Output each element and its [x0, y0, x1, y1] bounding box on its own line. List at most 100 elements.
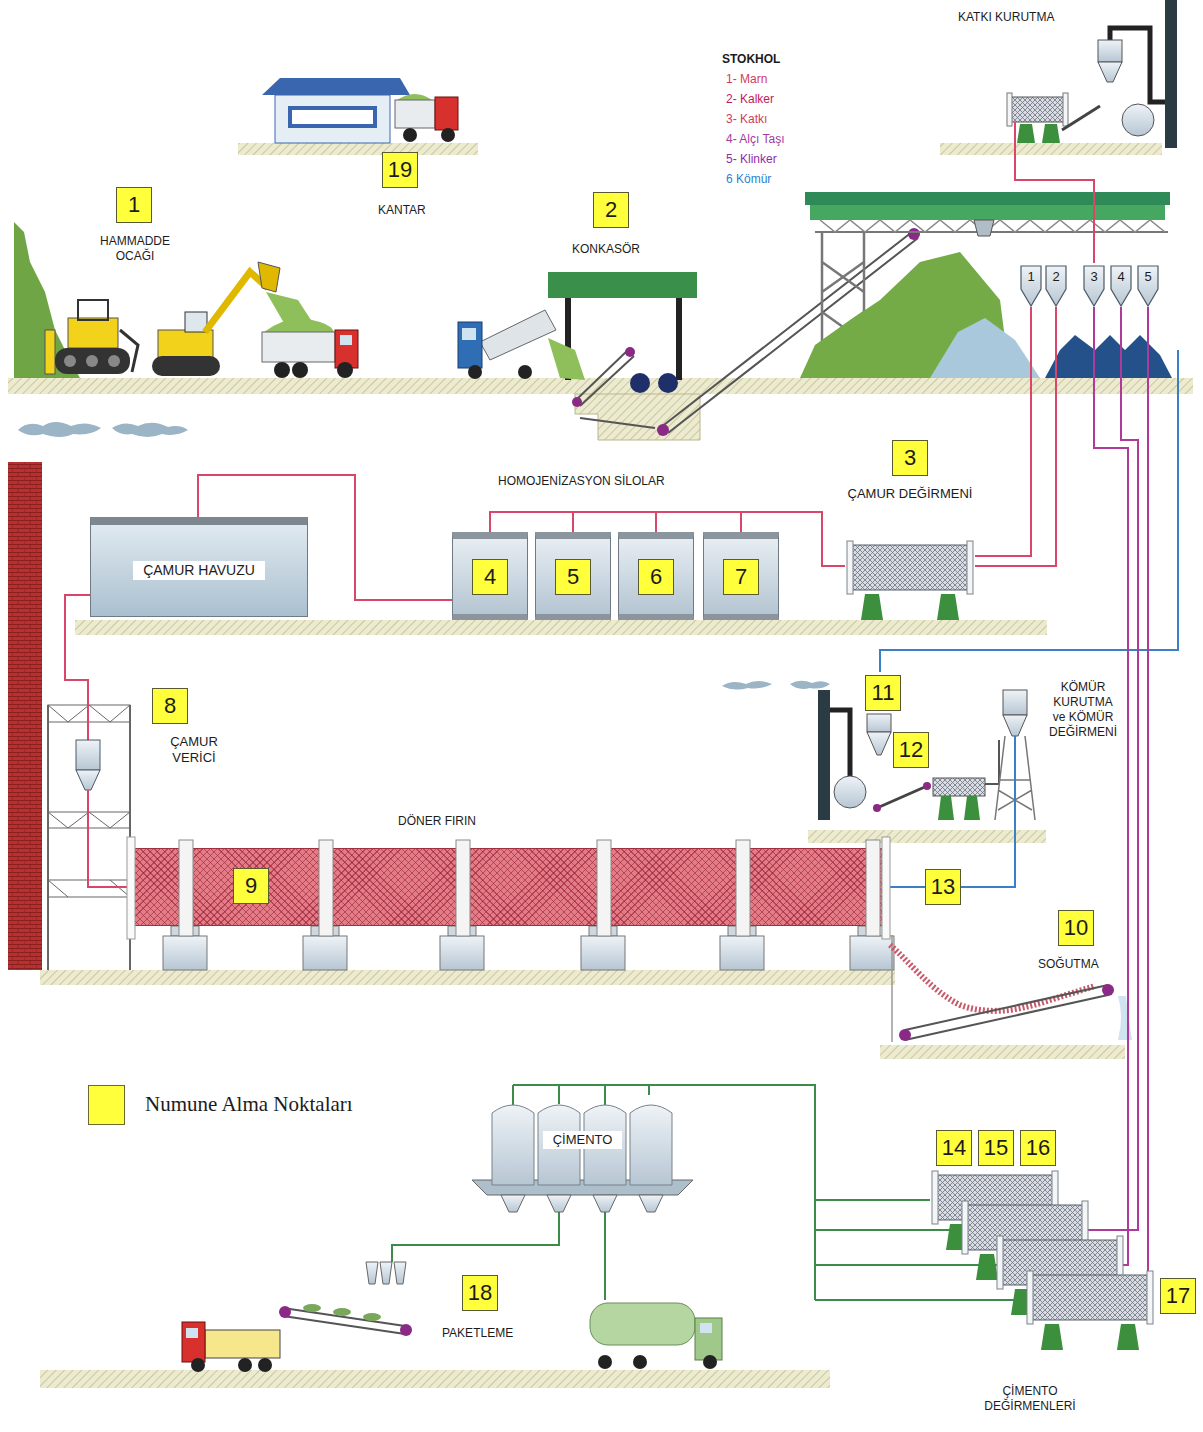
crusher — [462, 328, 476, 340]
weighbridge-building — [262, 78, 458, 143]
part-label: 6 Kömür — [726, 172, 771, 187]
additive-dryer — [1098, 40, 1122, 62]
weighbridge-building — [435, 97, 458, 130]
shape-drawing — [933, 778, 985, 796]
shape-drawing — [179, 840, 193, 936]
callout-number: 7 — [723, 559, 759, 595]
excavator — [205, 272, 268, 332]
dump-truck — [337, 362, 353, 378]
shape-drawing — [815, 680, 1045, 830]
shape-drawing — [867, 732, 891, 755]
tanker-truck — [633, 1355, 647, 1369]
crusher — [676, 298, 682, 380]
shape-drawing — [1111, 266, 1131, 306]
coal-feed-pipe — [880, 350, 1178, 672]
shape-drawing — [319, 840, 333, 936]
smoke — [18, 422, 830, 690]
shape-drawing — [850, 545, 970, 590]
stock-silo: 5 — [1137, 265, 1159, 307]
smoke — [18, 422, 101, 437]
shape-drawing — [867, 714, 891, 732]
excavator — [258, 262, 280, 292]
dump-truck — [262, 319, 358, 378]
part-label: 5- Klinker — [726, 152, 777, 167]
stock-silo: 4 — [1110, 265, 1132, 307]
sampling-point-box: 13 — [925, 869, 961, 905]
slurry-mill: 3ÇAMUR DEĞİRMENİ — [845, 440, 975, 620]
coal-drying-mill: 1112 — [815, 680, 1045, 830]
node-label: 18 — [468, 1282, 492, 1304]
node-label: 1 — [1020, 269, 1042, 285]
sampling-point-box: 19 — [382, 152, 418, 188]
additive-dryer — [1010, 97, 1065, 122]
kiln-pier — [440, 936, 484, 970]
shape-drawing — [997, 1236, 1003, 1289]
silo-hopper — [501, 1195, 525, 1212]
ground-strip — [8, 143, 1193, 1388]
bulldozer — [64, 355, 76, 367]
homogenization-silo: 4 — [452, 532, 528, 620]
callout-number: 8 — [152, 688, 188, 724]
part-label: KÖMÜR KURUTMA ve KÖMÜR DEĞİRMENİ — [1046, 680, 1120, 740]
part-label: 3- Katkı — [726, 112, 767, 127]
homogenization-silo: 5 — [535, 532, 611, 620]
shape-drawing — [923, 782, 931, 790]
part-label: 1- Marn — [726, 72, 767, 87]
pipe-connector — [649, 1085, 930, 1200]
shape-drawing — [1041, 1324, 1063, 1350]
node-label: 10 — [1064, 917, 1088, 939]
crusher — [480, 310, 556, 360]
callout-number: 12 — [893, 732, 929, 768]
shape-drawing — [1117, 1324, 1139, 1350]
smoke — [722, 681, 772, 690]
sampling-point-box: 1 — [116, 187, 152, 223]
tanker-truck — [590, 1303, 695, 1345]
callout-number: 9 — [233, 868, 269, 904]
shape-drawing — [937, 594, 959, 620]
sampling-point-box: 2 — [593, 192, 629, 228]
shape-drawing — [87, 700, 89, 740]
crusher — [630, 373, 650, 393]
additive-dryer — [1015, 122, 1094, 263]
bulldozer — [108, 355, 120, 367]
feeder-scaffold — [48, 705, 130, 970]
shape-drawing — [1084, 266, 1104, 306]
crusher — [625, 347, 635, 357]
bag-truck — [238, 1358, 252, 1372]
shape-drawing — [492, 1105, 534, 1185]
clinker-cooler — [1118, 996, 1132, 1040]
weighbridge-building — [403, 128, 417, 142]
bulldozer — [78, 300, 108, 320]
bag-truck — [205, 1330, 280, 1358]
shape-drawing — [1027, 1271, 1033, 1324]
part-label: KATKI KURUTMA — [958, 10, 1054, 25]
excavator — [152, 356, 220, 376]
smoke — [112, 423, 188, 437]
legend-text: Numune Alma Noktaları — [145, 1092, 353, 1117]
tanker-truck — [695, 1318, 722, 1360]
dump-truck — [274, 362, 290, 378]
crusher — [468, 365, 482, 379]
bag-packer — [333, 1308, 351, 1316]
coal-feed-pipe — [880, 350, 1178, 672]
kiln-chimney — [8, 462, 42, 970]
shape-drawing — [962, 1201, 968, 1254]
slurry-pool: ÇAMUR HAVUZU — [90, 517, 308, 617]
weighbridge-building — [275, 95, 390, 143]
node-label: 1 — [128, 194, 140, 216]
bulldozer — [55, 348, 130, 374]
bulldozer — [45, 330, 55, 374]
stockpile-hall — [974, 220, 994, 236]
bag-truck — [182, 1322, 205, 1362]
cement-silo: ÇİMENTO — [490, 1095, 675, 1185]
crusher — [658, 373, 678, 393]
sampling-point-box: 10 — [1058, 910, 1094, 946]
part-label: SOĞUTMA — [1038, 957, 1099, 972]
shape-drawing — [932, 1171, 938, 1224]
part-label: KANTAR — [378, 203, 426, 218]
crusher — [458, 322, 482, 368]
kiln-pier — [720, 936, 764, 970]
shape-drawing — [1003, 690, 1027, 715]
